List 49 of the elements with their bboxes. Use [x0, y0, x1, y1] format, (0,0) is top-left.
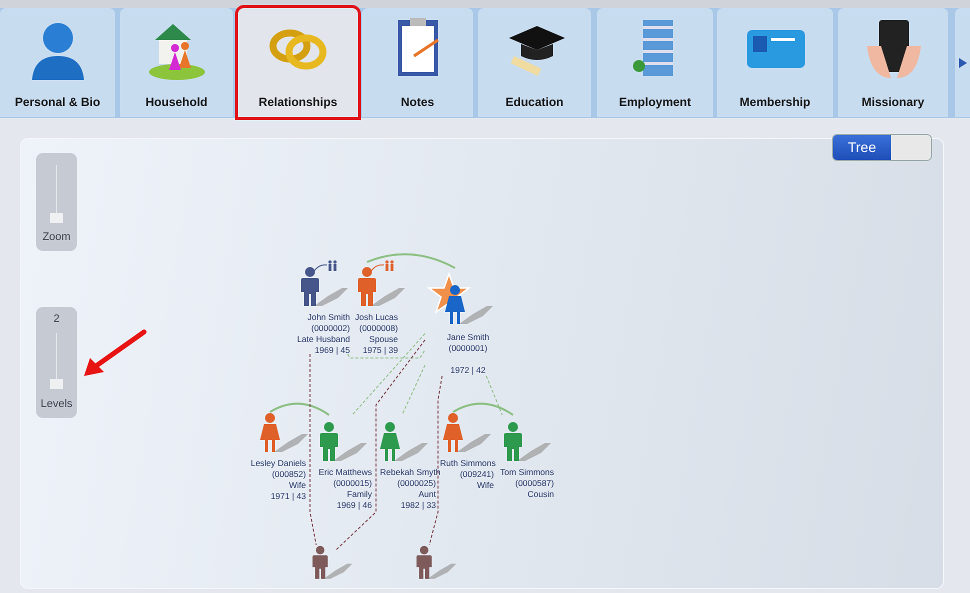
person-detail: Aunt	[418, 489, 436, 500]
person-name: Eric Matthews	[318, 467, 372, 478]
person-detail: Family	[346, 489, 372, 500]
person-detail: Wife	[288, 480, 306, 491]
person-name: Lesley Daniels	[250, 458, 306, 469]
tab: Education	[478, 8, 591, 117]
relationship-arc	[270, 402, 330, 416]
person-detail: 1972 | 42	[449, 365, 487, 376]
connector-line	[310, 354, 317, 546]
person-detail: (0000001)	[448, 343, 488, 354]
person-name: Jane Smith	[446, 332, 490, 343]
person-detail: 1971 | 43	[270, 491, 306, 502]
zoom-slider: Zoom	[36, 153, 77, 251]
person-detail: Spouse	[368, 334, 398, 345]
tab: Relationships	[238, 8, 358, 117]
person-detail: 1969 | 46	[336, 500, 372, 511]
connector-line	[486, 376, 503, 416]
connector-line	[347, 349, 426, 358]
tab: Membership	[717, 8, 833, 117]
person-detail: (0000008)	[358, 323, 398, 334]
view-toggle: Tree	[832, 134, 932, 161]
person-detail: Cousin	[526, 489, 554, 500]
person-detail: (000852)	[270, 469, 306, 480]
person-detail: (0000587)	[514, 478, 554, 489]
person-detail: (009241)	[458, 469, 494, 480]
person-name: John Smith	[306, 312, 350, 323]
tab: Personal & Bio	[0, 8, 115, 117]
person-detail: (0000025)	[396, 478, 436, 489]
connector-line	[402, 364, 426, 416]
person-detail: (0000015)	[332, 478, 372, 489]
tab: Household	[120, 8, 233, 117]
person-name: Tom Simmons	[499, 467, 554, 478]
person-detail: 1975 | 39	[362, 345, 398, 356]
connector-line	[428, 376, 443, 546]
connector-line	[336, 339, 426, 550]
levels-slider: 2 Levels	[36, 307, 77, 418]
person-detail: Wife	[476, 480, 494, 491]
person-name: Ruth Simmons	[440, 458, 494, 469]
person-name: Josh Lucas	[354, 312, 398, 323]
person-detail: 1969 | 45	[314, 345, 350, 356]
connector-line	[352, 333, 426, 416]
person-detail: Late Husband	[296, 334, 350, 345]
relationship-arc	[366, 253, 456, 269]
relationship-arc	[452, 402, 514, 416]
person-detail: 1982 | 33	[400, 500, 436, 511]
tab: Notes	[362, 8, 473, 117]
tab: Missionary	[838, 8, 948, 117]
person-detail: (0000002)	[310, 323, 350, 334]
tab: Employment	[597, 8, 713, 117]
